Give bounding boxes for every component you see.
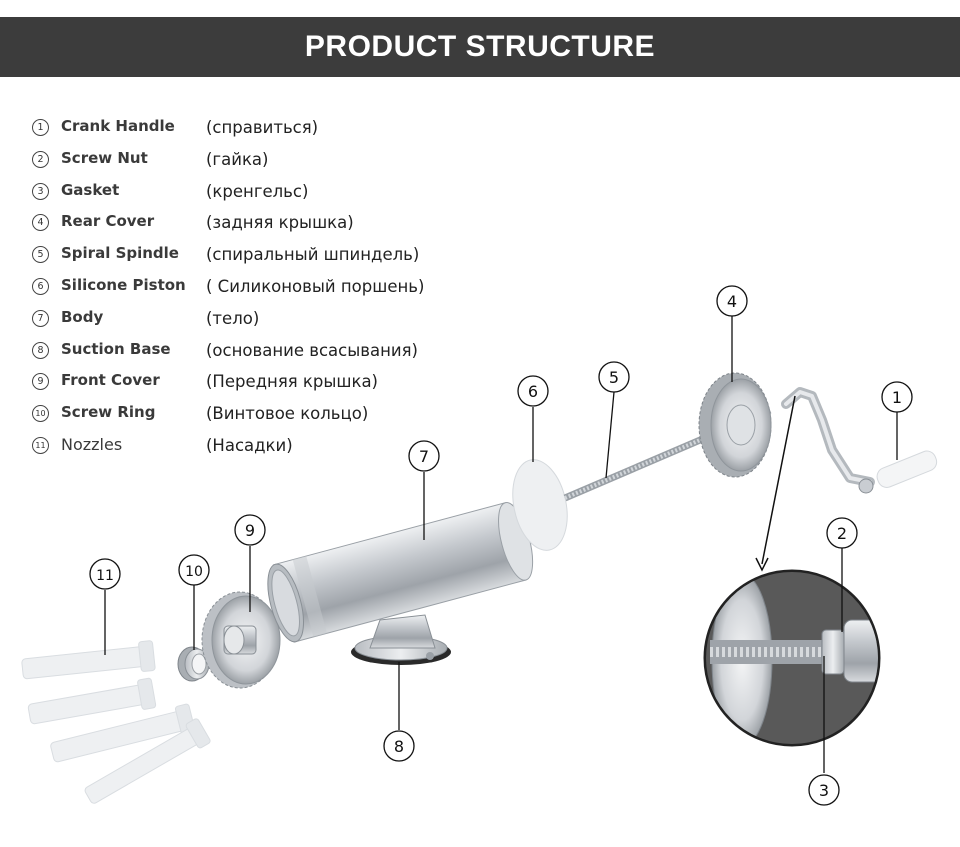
callout-2: 2: [826, 517, 858, 549]
callout-9: 9: [234, 514, 266, 546]
top-margin: [0, 0, 960, 17]
legend-label-ru: (гайка): [206, 149, 269, 169]
legend-label-ru: (Насадки): [206, 435, 293, 455]
crank-handle: [781, 387, 938, 494]
legend-number: 10: [32, 405, 49, 423]
nozzles: [21, 640, 211, 804]
legend-label-ru: (задняя крышка): [206, 213, 354, 233]
legend-label-en: Front Cover: [61, 371, 160, 390]
callout-10: 10: [178, 554, 210, 586]
legend-label-ru: (справиться): [206, 118, 319, 137]
legend-number: 7: [32, 309, 49, 327]
svg-text:8: 8: [394, 737, 404, 756]
legend-item: 10 Screw Ring (Винтовое кольцо): [30, 402, 490, 434]
legend-label-en: Silicone Piston: [61, 275, 186, 294]
legend-item: 1 Crank Handle (справиться): [30, 116, 490, 148]
detail-inset: [703, 395, 881, 747]
silicone-piston: [512, 459, 568, 551]
callout-1: 1: [881, 381, 913, 413]
parts-legend: 1 Crank Handle (справиться) 2 Screw Nut …: [30, 116, 490, 466]
legend-label-en: Screw Nut: [61, 148, 148, 167]
callout-11: 11: [89, 558, 121, 590]
callout-4: 4: [716, 285, 748, 317]
svg-text:2: 2: [837, 524, 847, 543]
body-cylinder: [267, 502, 534, 665]
svg-text:10: 10: [185, 564, 203, 580]
legend-number: 6: [32, 277, 49, 295]
callout-7: 7: [408, 440, 440, 472]
svg-text:7: 7: [419, 447, 429, 466]
svg-text:5: 5: [609, 368, 619, 387]
legend-item: 4 Rear Cover (задняя крышка): [30, 211, 490, 243]
legend-label-en: Screw Ring: [61, 403, 156, 422]
legend-item: 5 Spiral Spindle (спиральный шпиндель): [30, 243, 490, 275]
legend-number: 8: [32, 341, 49, 359]
legend-label-en: Suction Base: [61, 339, 171, 358]
callout-6: 6: [517, 375, 549, 407]
legend-number: 2: [32, 150, 49, 168]
legend-item: 7 Body (тело): [30, 307, 490, 339]
svg-text:3: 3: [819, 781, 829, 800]
legend-label-ru: (основание всасывания): [206, 340, 418, 360]
legend-number: 9: [32, 373, 49, 391]
header-banner: PRODUCT STRUCTURE: [0, 17, 960, 77]
leader-lines: [104, 316, 898, 773]
legend-number: 5: [32, 246, 49, 264]
callout-8: 8: [383, 730, 415, 762]
legend-label-en: Gasket: [61, 180, 120, 199]
legend-item: 8 Suction Base (основание всасывания): [30, 339, 490, 371]
svg-text:1: 1: [892, 388, 902, 407]
legend-item: 3 Gasket (кренгельс): [30, 180, 490, 212]
banner-title: PRODUCT STRUCTURE: [304, 30, 656, 63]
screw-ring: [177, 646, 210, 682]
legend-label-en: Rear Cover: [61, 212, 155, 231]
legend-label-en: Crank Handle: [61, 117, 175, 135]
legend-number: 4: [32, 214, 49, 232]
legend-item: 11 Nozzles (Насадки): [30, 434, 490, 466]
legend-number: 1: [32, 119, 49, 136]
legend-label-ru: (спиральный шпиндель): [206, 245, 420, 265]
legend-label-en: Body: [61, 307, 104, 326]
legend-item: 9 Front Cover (Передняя крышка): [30, 370, 490, 402]
legend-label-ru: (Передняя крышка): [206, 372, 378, 392]
svg-text:11: 11: [96, 568, 114, 584]
legend-item: 2 Screw Nut (гайка): [30, 148, 490, 180]
legend-label-ru: ( Силиконовый поршень): [206, 276, 425, 296]
legend-number: 3: [32, 182, 49, 200]
svg-text:6: 6: [528, 382, 538, 401]
legend-label-ru: (Винтовое кольцо): [206, 404, 369, 424]
legend-label-en: Spiral Spindle: [61, 244, 179, 263]
legend-number: 11: [32, 436, 49, 454]
callout-5: 5: [598, 361, 630, 393]
front-cover: [201, 591, 281, 689]
svg-text:4: 4: [727, 292, 737, 311]
rear-cover: [698, 372, 772, 478]
legend-item: 6 Silicone Piston ( Силиконовый поршень): [30, 275, 490, 307]
callout-3: 3: [808, 774, 840, 806]
legend-label-ru: (кренгельс): [206, 181, 309, 201]
legend-label-en: Nozzles: [61, 434, 123, 454]
svg-text:9: 9: [245, 521, 255, 540]
legend-label-ru: (тело): [206, 308, 260, 328]
